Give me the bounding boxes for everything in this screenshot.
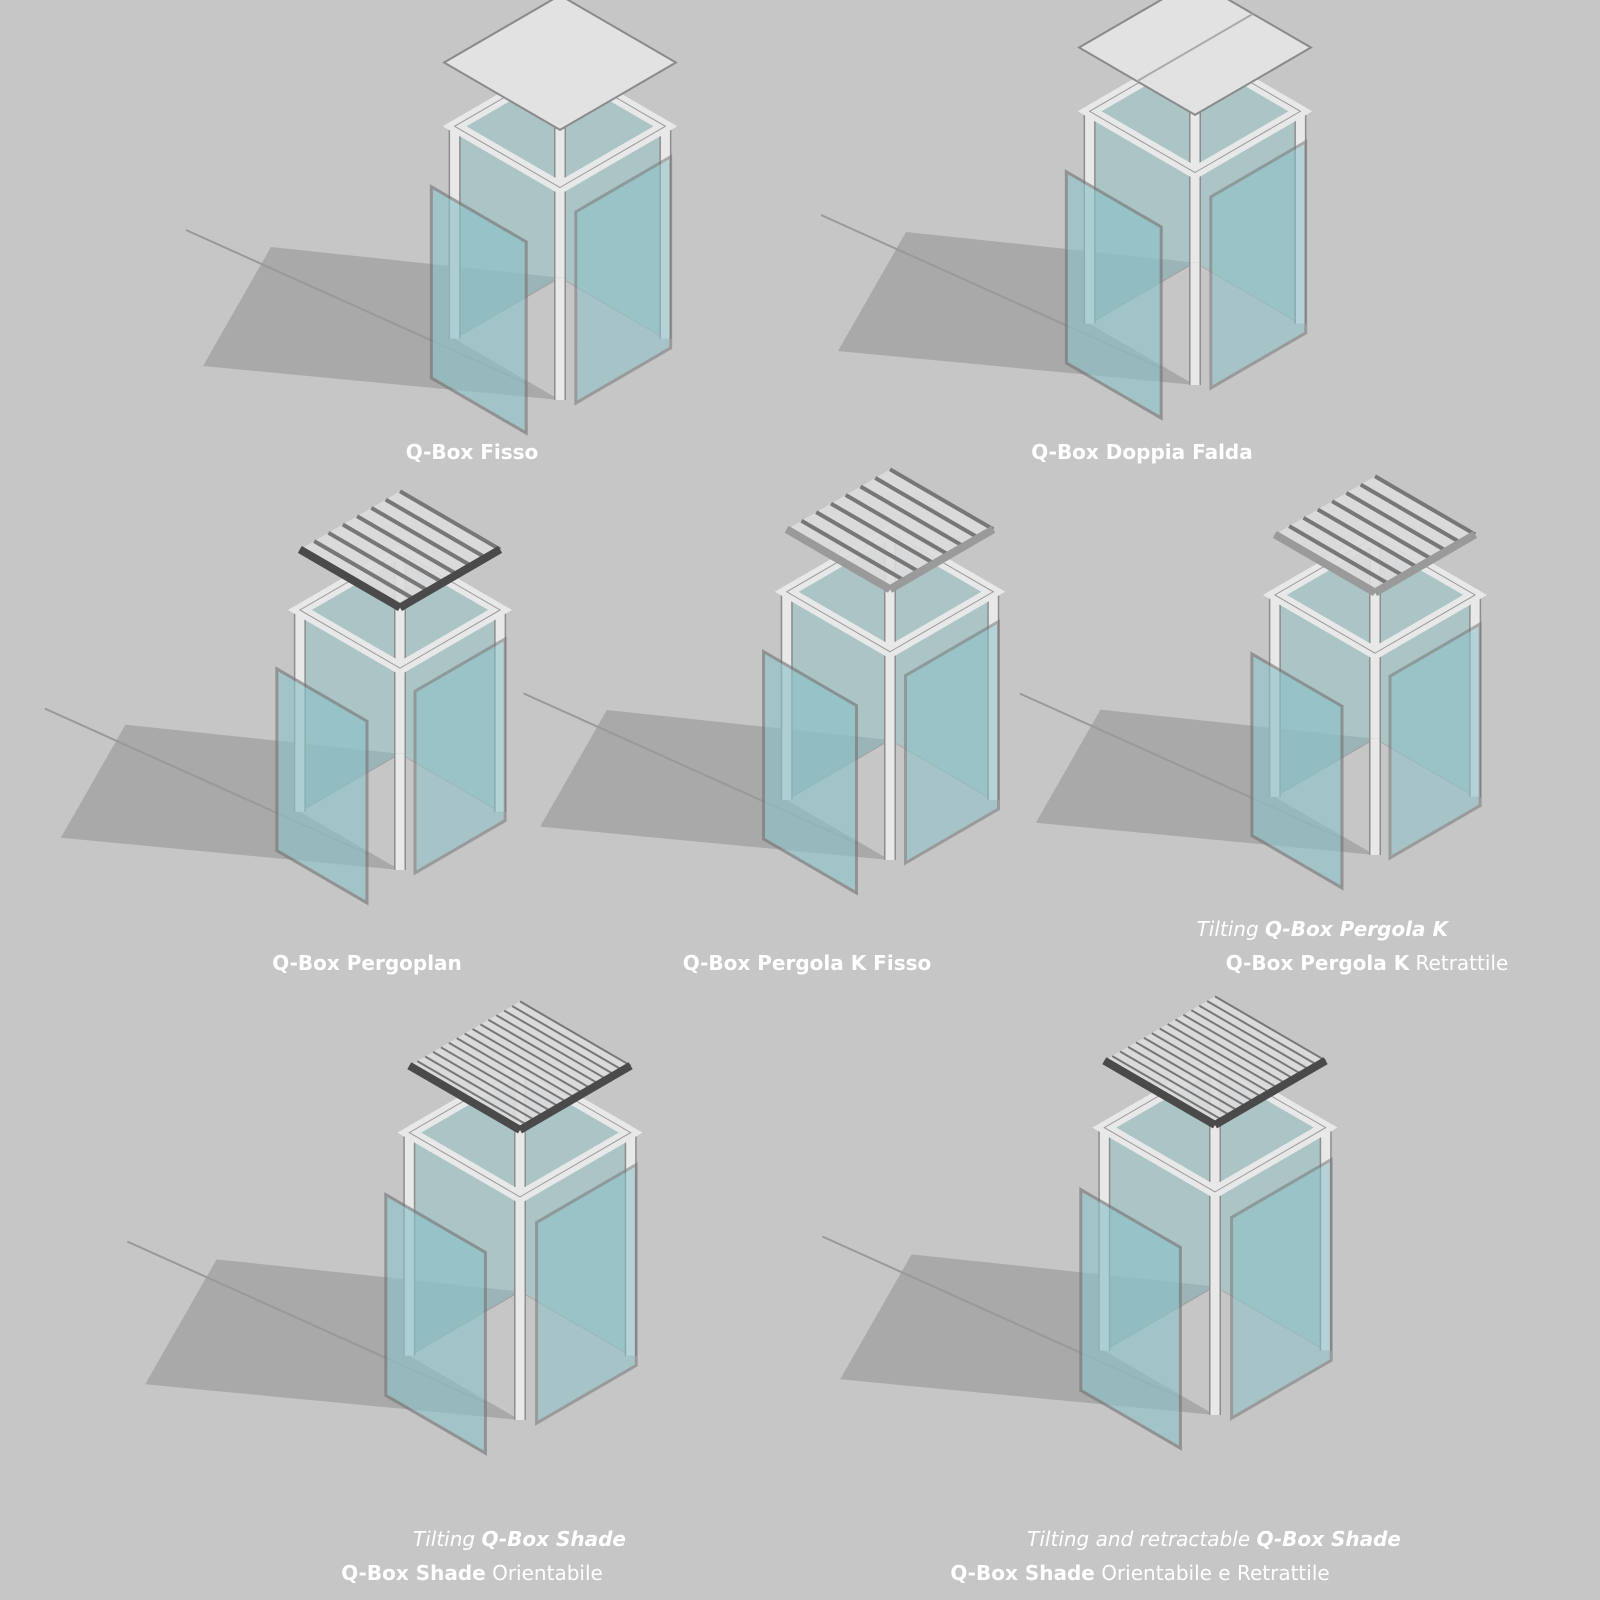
caption-q-box-shade-orientabile-retrattile: Q-Box Shade Orientabile e Retrattile [950, 1561, 1330, 1585]
louver [1316, 507, 1419, 570]
louver [1182, 1013, 1295, 1080]
roof-beam [297, 545, 403, 612]
louver [479, 1023, 592, 1090]
product-illustration [44, 489, 513, 906]
louver [888, 467, 995, 532]
louver [1119, 1050, 1232, 1117]
product-illustration [820, 0, 1313, 421]
roof-beam [407, 1062, 523, 1134]
louver [448, 1041, 561, 1108]
louver [1135, 1041, 1248, 1108]
louver [503, 1009, 616, 1076]
product-illustration [523, 467, 1006, 896]
louver [1127, 1046, 1240, 1113]
caption-q-box-pergoplan: Q-Box Pergoplan [272, 951, 462, 975]
louver [424, 1055, 537, 1122]
glass-front-right [903, 618, 1000, 866]
glass-front-right [1209, 139, 1308, 391]
roof [442, 0, 678, 132]
product-illustration [185, 0, 678, 436]
glass-front-left [384, 1191, 487, 1456]
roof-beam [1102, 1057, 1218, 1129]
roof-beam [1272, 530, 1378, 597]
caption-q-box-pergola-k-retrattile: Q-Box Pergola K Retrattile [1225, 951, 1509, 975]
roof-beam [887, 525, 996, 593]
louver [1159, 1027, 1271, 1094]
louver [1302, 516, 1405, 578]
roof-beam [784, 525, 893, 593]
glass-front-left [429, 184, 528, 436]
louver [356, 514, 459, 577]
glass-front-left [1250, 651, 1344, 891]
louver [1143, 1036, 1256, 1103]
product-illustration [1019, 474, 1488, 891]
louver [519, 1000, 632, 1067]
louver [1214, 995, 1327, 1062]
louver [472, 1028, 584, 1095]
louver [384, 497, 487, 560]
glass-front-right [1230, 1156, 1333, 1421]
louver [1111, 1055, 1224, 1122]
glass-front-left [1079, 1186, 1182, 1451]
louver [398, 489, 502, 552]
louver [844, 493, 951, 557]
louver [511, 1005, 624, 1072]
louver [815, 510, 921, 574]
caption-q-box-doppia-falda: Q-Box Doppia Falda [1031, 440, 1253, 464]
roof-beam [397, 545, 503, 612]
glass-front-right [1388, 621, 1482, 861]
louver [1190, 1009, 1303, 1076]
louver [1359, 482, 1462, 545]
louver [313, 539, 416, 601]
product-illustration [821, 995, 1338, 1451]
glass-front-left [1064, 169, 1163, 421]
louver [456, 1037, 568, 1104]
caption-q-box-fisso: Q-Box Fisso [405, 440, 539, 464]
louver [432, 1051, 545, 1118]
tagline-shade-retractable: Tilting and retractable Q-Box Shade [1027, 1527, 1401, 1551]
louver [1151, 1032, 1263, 1099]
roof-beam [1212, 1057, 1328, 1129]
glass-front-left [762, 648, 859, 896]
louver [1288, 524, 1391, 586]
louver [1373, 474, 1477, 537]
tagline-pergola-k: Tilting Q-Box Pergola K [1196, 917, 1448, 941]
roof-beam [1372, 530, 1478, 597]
product-illustration [126, 1000, 643, 1456]
glass-front-right [574, 154, 673, 406]
louver [1198, 1004, 1311, 1071]
louver [859, 484, 965, 549]
tagline-shade: Tilting Q-Box Shade [412, 1527, 626, 1551]
louver [800, 519, 906, 583]
roof-beam [517, 1062, 633, 1134]
glass-front-right [535, 1161, 638, 1426]
roof [1077, 0, 1313, 117]
louver [440, 1046, 553, 1113]
louver [341, 522, 444, 585]
louver [1345, 491, 1448, 553]
louver [874, 476, 980, 540]
louver [495, 1014, 608, 1081]
louver [487, 1018, 600, 1085]
glass-front-left [275, 666, 369, 906]
glass-front-right [413, 636, 507, 876]
caption-q-box-shade-orientabile: Q-Box Shade Orientabile [341, 1561, 603, 1585]
louver [829, 501, 936, 566]
louver [416, 1060, 529, 1127]
louver [1167, 1023, 1279, 1090]
caption-q-box-pergola-k-fisso: Q-Box Pergola K Fisso [682, 951, 932, 975]
louver [327, 531, 430, 593]
louver [1331, 499, 1434, 562]
louver [1206, 1000, 1319, 1067]
louver [464, 1032, 576, 1099]
roof-ridge [1136, 13, 1254, 83]
louver [1174, 1018, 1287, 1085]
louver [370, 506, 473, 568]
